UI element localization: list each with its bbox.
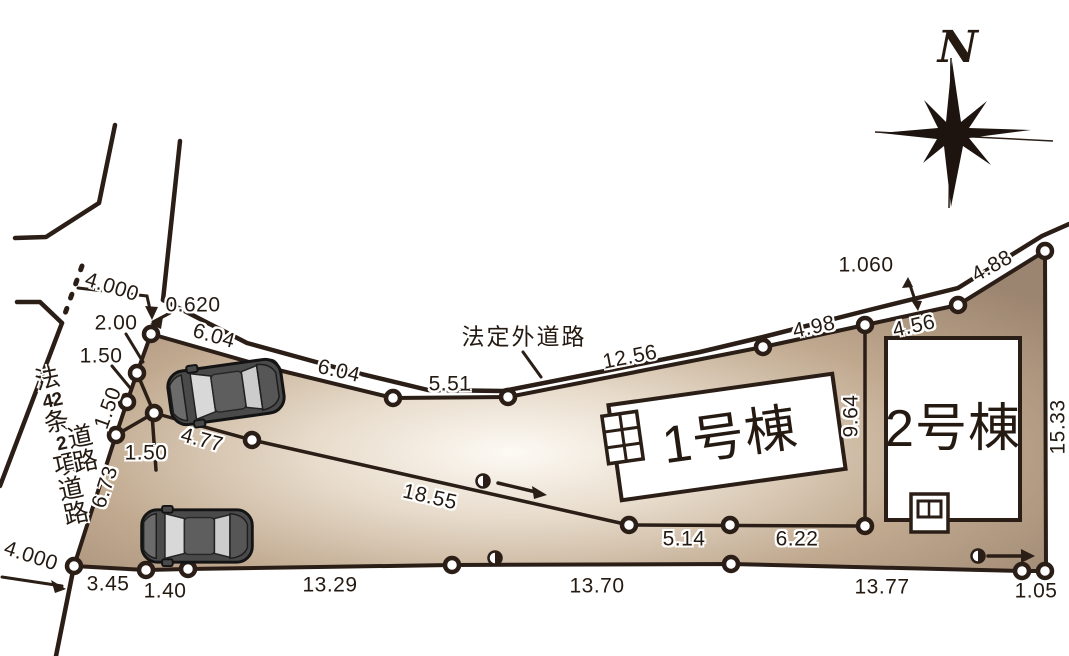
dim-1-060: 1.060 [838, 253, 894, 277]
dim-1-05: 1.05 [1014, 579, 1058, 603]
dim-2-00: 2.00 [94, 311, 138, 335]
dim-1-50-a: 1.50 [79, 344, 123, 368]
porch-2-icon [909, 492, 950, 534]
dim-13-70: 13.70 [569, 574, 625, 598]
building-2 [884, 336, 1022, 534]
dim-5-14: 5.14 [662, 527, 706, 551]
outside-road-label: 法定外道路 [461, 323, 587, 350]
arrowheads [51, 277, 1035, 593]
road-lines [0, 122, 1069, 656]
dim-6-22: 6.22 [775, 527, 819, 551]
dim-1-50-c: 1.50 [124, 441, 168, 465]
dim-9-64: 9.64 [839, 394, 863, 438]
dim-1-40: 1.40 [143, 579, 187, 603]
compass-rose [874, 57, 1054, 209]
utility-markers [475, 473, 986, 566]
compass-north-label: N [937, 22, 979, 73]
dim-5-51: 5.51 [428, 372, 472, 396]
building-2-label: 2号棟 [885, 400, 1021, 458]
porch-1-icon [599, 409, 646, 466]
survey-points [64, 241, 1055, 581]
dim-3-45: 3.45 [86, 572, 130, 596]
dim-15-33: 15.33 [1046, 399, 1069, 455]
dim-13-77: 13.77 [854, 575, 910, 599]
dim-offset-620: 0.620 [165, 293, 221, 317]
road-center-dashed-line [59, 263, 85, 325]
dim-13-29: 13.29 [302, 573, 358, 597]
car-2 [140, 504, 254, 568]
building-1 [599, 371, 848, 503]
